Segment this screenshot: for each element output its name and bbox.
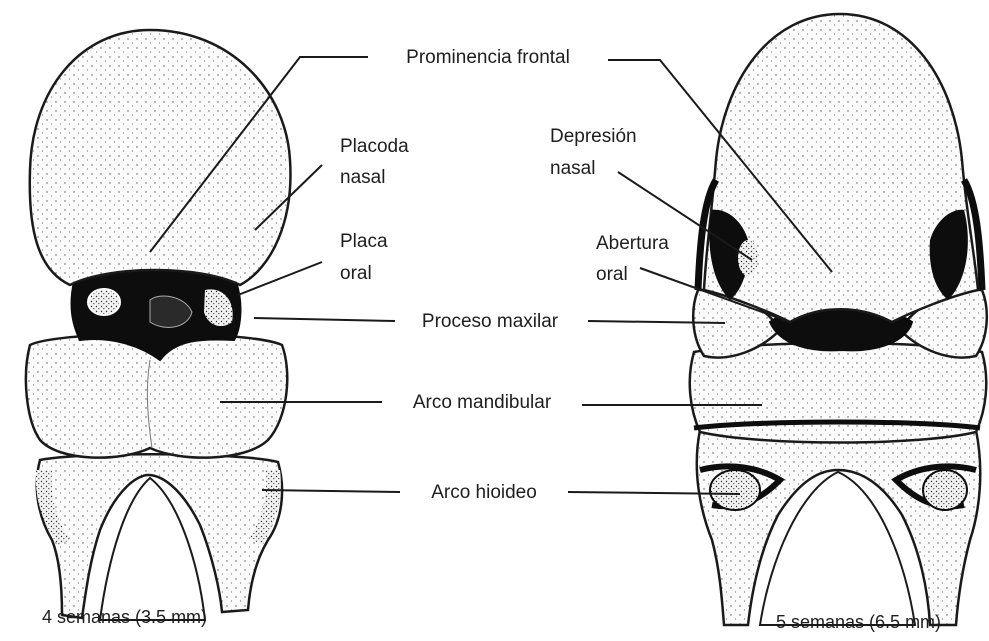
right-mandibular-arch [690,343,987,443]
label-placa-oral-line2: oral [340,263,372,284]
label-placa-oral-line1: Placa [340,231,388,252]
label-proceso-maxilar: Proceso maxilar [422,311,559,332]
left-nasal-pit [88,289,120,315]
caption-4-semanas: 4 semanas (3.5 mm) [42,607,207,627]
leader-maxilar-left [254,318,395,321]
label-depresion-nasal-line2: nasal [550,158,595,179]
label-abertura-oral-line1: Abertura [596,233,669,254]
label-arco-mandibular: Arco mandibular [413,392,552,413]
embryo-4-weeks [26,30,291,620]
label-prominencia-frontal: Prominencia frontal [406,47,570,68]
label-abertura-oral-line2: oral [596,264,628,285]
caption-5-semanas: 5 semanas (6.5 mm) [776,612,941,632]
label-placoda-nasal-line2: nasal [340,167,385,188]
right-hyoid-swelling-l [710,470,760,510]
right-hyoid-swelling-r [923,470,967,510]
label-placoda-nasal-line1: Placoda [340,136,409,157]
label-depresion-nasal-line1: Depresión [550,126,637,147]
label-arco-hioideo: Arco hioideo [431,482,537,503]
left-frontal-prominence [30,30,291,285]
embryo-5-weeks [690,14,987,625]
